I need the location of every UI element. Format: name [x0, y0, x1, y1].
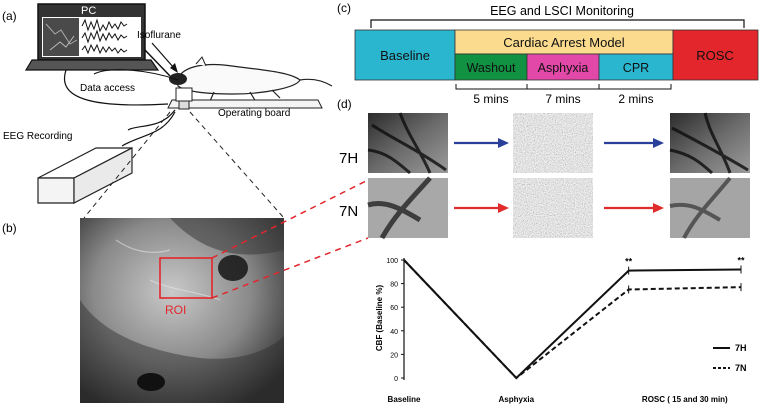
washout-segment [454, 53, 528, 81]
arrow-7h-2-head [653, 138, 664, 148]
arrow-7n-2-head [653, 203, 664, 213]
y-tick-label: 40 [390, 329, 398, 336]
eeg-recording-label: EEG Recording [3, 131, 72, 142]
lsci-image-7n-asphyxia [513, 178, 593, 238]
brain-surface-image [80, 218, 284, 403]
y-axis-label: CBF (Baseline %) [375, 285, 384, 352]
operating-board-icon [167, 87, 323, 110]
monitoring-bracket [370, 19, 745, 28]
timeline-bar [354, 29, 759, 81]
cardiac-arrest-label: Cardiac Arrest Model [503, 35, 624, 50]
lsci-image-7n-rosc [669, 176, 750, 239]
annotation-layer: ** ** [625, 255, 745, 266]
rat-icon [169, 56, 333, 103]
data-cable [63, 69, 169, 106]
arrow-7h-group [454, 138, 664, 148]
legend-label-7n: 7N [735, 363, 747, 373]
baseline-label: Baseline [380, 48, 430, 63]
asphyxia-duration: 7 mins [545, 92, 580, 106]
y-tick-label: 100 [386, 258, 398, 265]
asphyxia-segment [526, 53, 600, 81]
significance-annotation: ** [625, 257, 633, 267]
duration-bracket [455, 84, 672, 90]
x-ticks: Baseline Asphyxia ROSC ( 15 and 30 min) [388, 395, 729, 404]
roi-label: ROI [165, 303, 186, 317]
y-tick-label: 0 [394, 376, 398, 383]
cardiac-arrest-segment [454, 29, 674, 55]
lsci-image-7h-rosc [669, 112, 750, 175]
roi-box [159, 257, 213, 299]
arrow-7h-1-head [498, 138, 509, 148]
legend-label-7h: 7H [735, 343, 747, 353]
row-label-7h: 7H [339, 150, 358, 167]
washout-duration: 5 mins [473, 92, 508, 106]
data-access-label: Data access [80, 83, 135, 94]
baseline-segment [354, 29, 456, 81]
cpr-duration: 2 mins [618, 92, 653, 106]
rosc-label: ROSC [696, 48, 734, 63]
isoflurane-label: Isoflurane [137, 30, 181, 41]
zoom-line-right [189, 111, 285, 219]
y-tick-label: 60 [390, 305, 398, 312]
washout-label: Washout [467, 61, 516, 75]
panel-label-d: (d) [337, 97, 352, 111]
isoflurane-arrow-icon [144, 42, 178, 77]
x-tick-label: Baseline [388, 395, 421, 404]
significance-annotation: ** [737, 255, 745, 265]
row-label-7n: 7N [339, 203, 358, 220]
panel-label-b: (b) [2, 221, 17, 235]
cbf-line-chart: 0 20 40 60 80 100 Baseline Asphyxia ROSC ( 15 a… [375, 255, 747, 404]
cpr-segment [598, 53, 674, 81]
y-ticks: 0 20 40 60 80 100 [386, 258, 404, 383]
series-layer [403, 259, 742, 380]
operating-board-label: Operating board [218, 108, 290, 119]
asphyxia-label: Asphyxia [538, 61, 589, 75]
x-tick-label: Asphyxia [499, 395, 535, 404]
eeg-cable-2 [121, 111, 176, 147]
eeg-amplifier-icon [37, 147, 133, 204]
pc-label: PC [81, 5, 96, 17]
panel-label-a: (a) [2, 9, 17, 23]
x-tick-label: ROSC ( 15 and 30 min) [642, 395, 728, 404]
panel-label-c: (c) [337, 1, 351, 15]
series-line-7n [403, 259, 742, 380]
y-tick-label: 20 [390, 352, 398, 359]
y-tick-label: 80 [390, 282, 398, 289]
arrow-7n-1-head [498, 203, 509, 213]
series-line-7h [403, 259, 742, 380]
eeg-cable [127, 109, 176, 131]
lsci-image-7h-asphyxia [513, 113, 593, 173]
cpr-label: CPR [623, 61, 649, 75]
lsci-image-7n-baseline [367, 176, 448, 240]
legend: 7H 7N [713, 343, 747, 373]
roi-projection-top [211, 179, 369, 259]
laptop-icon [24, 3, 160, 71]
lsci-image-7h-baseline [367, 112, 448, 175]
data-cable-2 [93, 69, 179, 81]
roi-projection-bottom [211, 237, 369, 299]
timeline-title: EEG and LSCI Monitoring [490, 4, 634, 18]
zoom-line-left [83, 111, 171, 219]
rosc-segment [672, 29, 759, 81]
arrow-7n-group [454, 203, 664, 213]
